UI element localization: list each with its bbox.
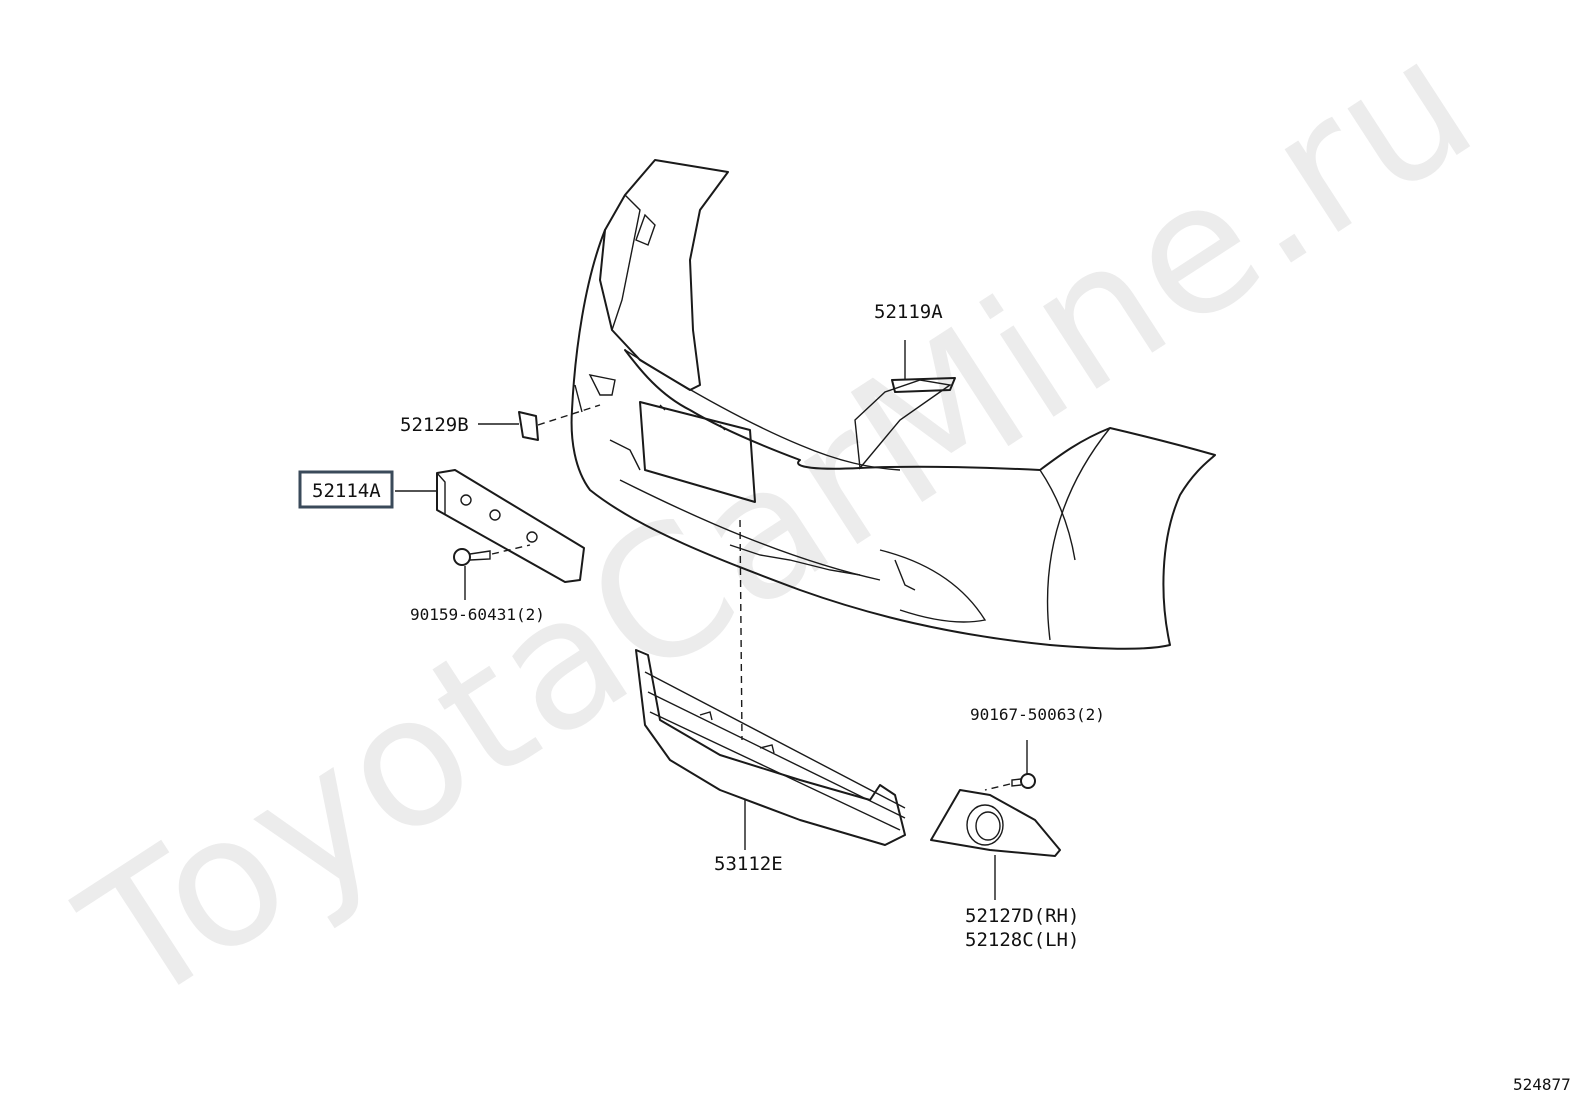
- grille-guide-line: [739, 519, 743, 741]
- bumper-reinforcement[interactable]: [395, 469, 585, 583]
- lower-radiator-grille[interactable]: [635, 649, 906, 850]
- front-bumper-cover[interactable]: [570, 159, 1216, 650]
- callout-52127D-RH: 52127D(RH): [965, 905, 1079, 927]
- callout-53112E: 53112E: [714, 853, 783, 875]
- callout-90159-60431: 90159-60431(2): [410, 605, 545, 624]
- screw-fog-cover[interactable]: [984, 740, 1036, 791]
- callout-box-52114A: [298, 470, 394, 509]
- callout-52114A: 52114A: [312, 480, 381, 502]
- screw-reinforcement[interactable]: [453, 544, 531, 600]
- bumper-retainer-bracket[interactable]: [891, 340, 956, 393]
- callout-52128C-LH: 52128C(LH): [965, 929, 1079, 951]
- watermark-text: ToyotaCarMine.ru: [49, 0, 1509, 1047]
- callout-52119A: 52119A: [874, 301, 943, 323]
- diagram-id: 524877: [1513, 1075, 1571, 1094]
- callout-52129B: 52129B: [400, 414, 469, 436]
- callout-90167-50063: 90167-50063(2): [970, 705, 1105, 724]
- fog-lamp-cover[interactable]: [930, 789, 1061, 900]
- bumper-cap[interactable]: [478, 404, 601, 441]
